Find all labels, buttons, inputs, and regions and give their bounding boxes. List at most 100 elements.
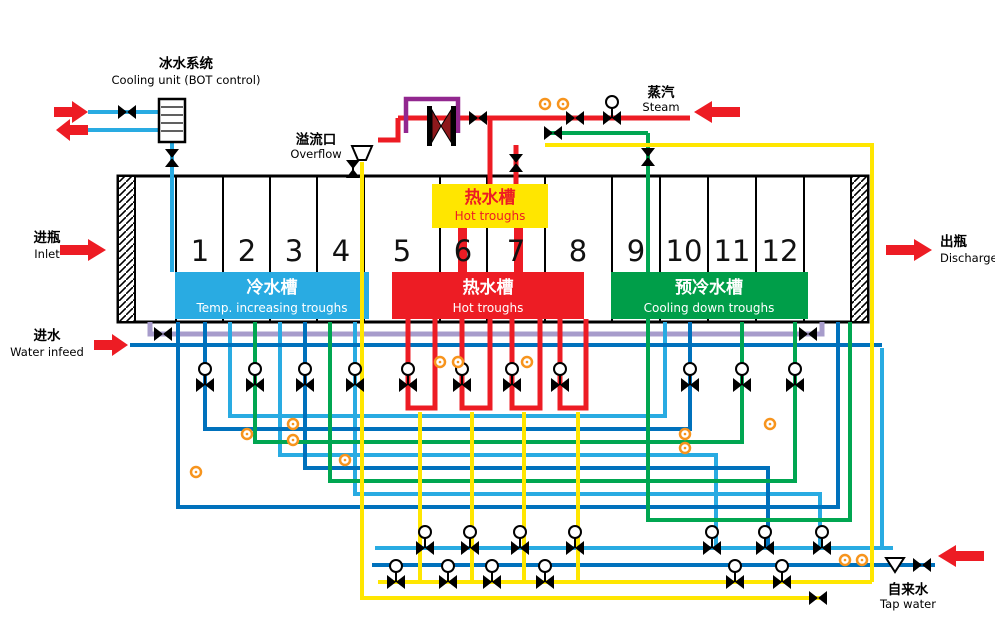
yellow-header-valve-2-icon: [438, 559, 458, 590]
drain-end-valve-icon: [809, 591, 827, 605]
cooling-unit-label-zh: 冰水系统: [159, 55, 213, 72]
gauge-icon: [286, 417, 300, 431]
overflow-label-zh: 溢流口: [296, 131, 337, 148]
cell-numbers: 1 2 3 4 5 6 7 8 9 10 11 12: [191, 234, 799, 268]
gauge-icon: [855, 553, 869, 567]
steam-station-plate-right: [451, 106, 456, 146]
hot-trough-box: [392, 272, 584, 319]
hot-trough-label-zh: 热水槽: [463, 277, 514, 298]
yellow-header-valve-3-icon: [482, 559, 502, 590]
gauge-icon: [556, 97, 570, 111]
cooling-out-arrow-icon: [56, 119, 88, 141]
gauge-icon: [338, 453, 352, 467]
flow-arrows: [54, 101, 984, 567]
inlet-arrow-icon: [60, 239, 106, 261]
gauge-icon: [189, 465, 203, 479]
loop-pipe-8: [176, 322, 840, 509]
hot-trough-risers: [458, 228, 523, 272]
gauge-icon: [538, 97, 552, 111]
heat-exchanger-icon: [157, 97, 187, 144]
drain-header-pipe: [147, 322, 825, 337]
tap-water-arrow-icon: [938, 545, 984, 567]
temp-increasing-label-zh: 冷水槽: [247, 277, 298, 298]
level-valve-icon: [346, 160, 360, 178]
steam-bypass-pipe: [403, 96, 461, 133]
cell-number: 6: [454, 234, 472, 268]
gauge-icon: [678, 427, 692, 441]
pipes-lavender: [147, 322, 825, 337]
steam-label-en: Steam: [642, 100, 679, 114]
cooling-drop-valve-icon: [165, 149, 179, 167]
overflow-label-en: Overflow: [290, 147, 341, 161]
steam-reducing-valve-icon: [431, 108, 452, 144]
cooling-valve-icon: [118, 105, 136, 119]
cell-number: 7: [507, 234, 525, 268]
hot-feed-valve-icon: [509, 154, 523, 172]
cell-number: 3: [285, 234, 303, 268]
cyan-header-valve-5-icon: [702, 525, 722, 556]
gauge-icon: [451, 355, 465, 369]
temp-increasing-trough-box: [175, 272, 369, 319]
tank-left-wall: [117, 175, 136, 323]
cell-number: 12: [762, 234, 799, 268]
hot-trough-top-label-en: Hot troughs: [455, 209, 526, 223]
steam-arrow-icon: [694, 101, 740, 123]
steam-valve-2-icon: [566, 111, 584, 125]
yellow-header-valve-4-icon: [535, 559, 555, 590]
inlet-label-zh: 进瓶: [34, 229, 61, 246]
drain-header-valve-left-icon: [154, 327, 172, 341]
hot-riser-bar-2: [514, 228, 523, 272]
steam-valve-1-icon: [469, 111, 487, 125]
overflow-funnel-icon: [350, 145, 374, 161]
loop-pipe-9: [646, 319, 852, 522]
cell-number: 9: [627, 234, 645, 268]
tap-water-label-en: Tap water: [879, 597, 936, 611]
steam-station-plate-left: [427, 106, 432, 146]
gauge-icon: [838, 553, 852, 567]
cooling-down-label-zh: 预冷水槽: [675, 277, 743, 298]
loop-pipe-4: [278, 322, 718, 548]
side-labels: 冰水系统 Cooling unit (BOT control) 蒸汽 Steam…: [10, 55, 995, 611]
loop-pipe-6: [328, 322, 797, 483]
water-infeed-label-zh: 进水: [34, 327, 61, 344]
cyan-header-valve-6-icon: [755, 525, 775, 556]
cell-number: 8: [569, 234, 587, 268]
gauge-icon: [433, 355, 447, 369]
hot-riser-bar-1: [458, 228, 467, 272]
equipment: [157, 97, 906, 574]
inlet-label-en: Inlet: [34, 247, 60, 261]
loop-pipe-1: [228, 322, 667, 418]
gauge-icon: [520, 355, 534, 369]
steam-motor-valve-icon: [602, 95, 622, 126]
overflow-drain-pipe: [360, 162, 820, 600]
tank-right-wall: [850, 175, 869, 323]
yellow-top-loop: [545, 143, 874, 582]
drain-header-valve-right-icon: [799, 327, 817, 341]
cyan-header-valve-3-icon: [510, 525, 530, 556]
cooling-down-trough-box: [611, 272, 808, 319]
water-infeed-label-en: Water infeed: [10, 345, 84, 359]
valves: [118, 95, 931, 605]
discharge-label-en: Discharge: [940, 251, 995, 265]
cooling-down-label-en: Cooling down troughs: [644, 301, 775, 315]
hot-trough-label-en: Hot troughs: [453, 301, 524, 315]
green-header-valve-icon: [544, 126, 562, 140]
yellow-header-valve-6-icon: [772, 559, 792, 590]
cell-number: 2: [238, 234, 256, 268]
green-drop-valve-icon: [641, 148, 655, 166]
trough-boxes: [175, 184, 808, 319]
loop-pipe-5: [303, 322, 770, 548]
yellow-header-valve-1-icon: [386, 559, 406, 590]
tap-water-label-zh: 自来水: [888, 581, 929, 598]
cooling-unit-label-en: Cooling unit (BOT control): [112, 73, 261, 87]
loop-pipe-2: [203, 322, 692, 431]
cyan-header-valve-4-icon: [565, 525, 585, 556]
heat-exchanger-fins: [161, 106, 183, 132]
gauge-icon: [763, 417, 777, 431]
cell-number: 5: [393, 234, 411, 268]
pipes-purple: [403, 96, 461, 133]
discharge-arrow-icon: [886, 239, 932, 261]
steam-left-drop: [378, 118, 401, 143]
cooling-in-arrow-icon: [54, 101, 88, 123]
